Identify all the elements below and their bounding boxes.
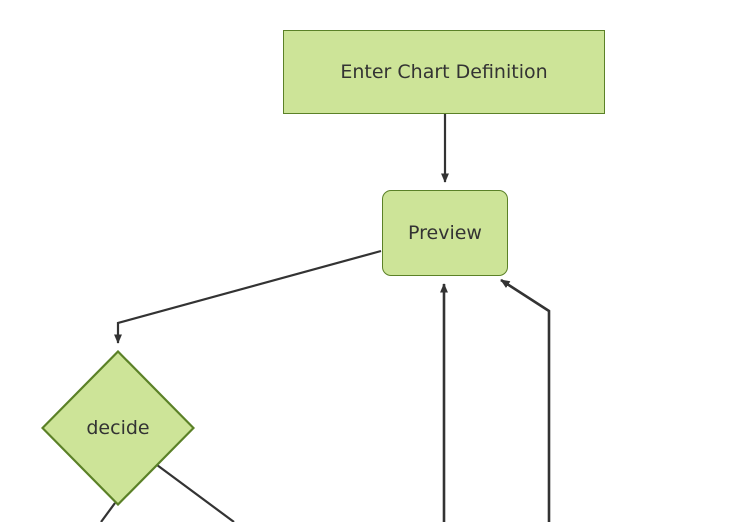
node-preview[interactable]: Preview [382, 190, 508, 276]
diamond-shape-icon [41, 350, 195, 506]
edge-preview-to-decide [114, 249, 382, 344]
node-label-preview: Preview [408, 221, 482, 244]
node-label-enter-chart-definition: Enter Chart Definition [340, 60, 548, 83]
node-enter-chart-definition[interactable]: Enter Chart Definition [283, 30, 605, 114]
edge-bottom-right-to-preview [500, 278, 551, 522]
node-decide[interactable]: decide [41, 350, 195, 506]
